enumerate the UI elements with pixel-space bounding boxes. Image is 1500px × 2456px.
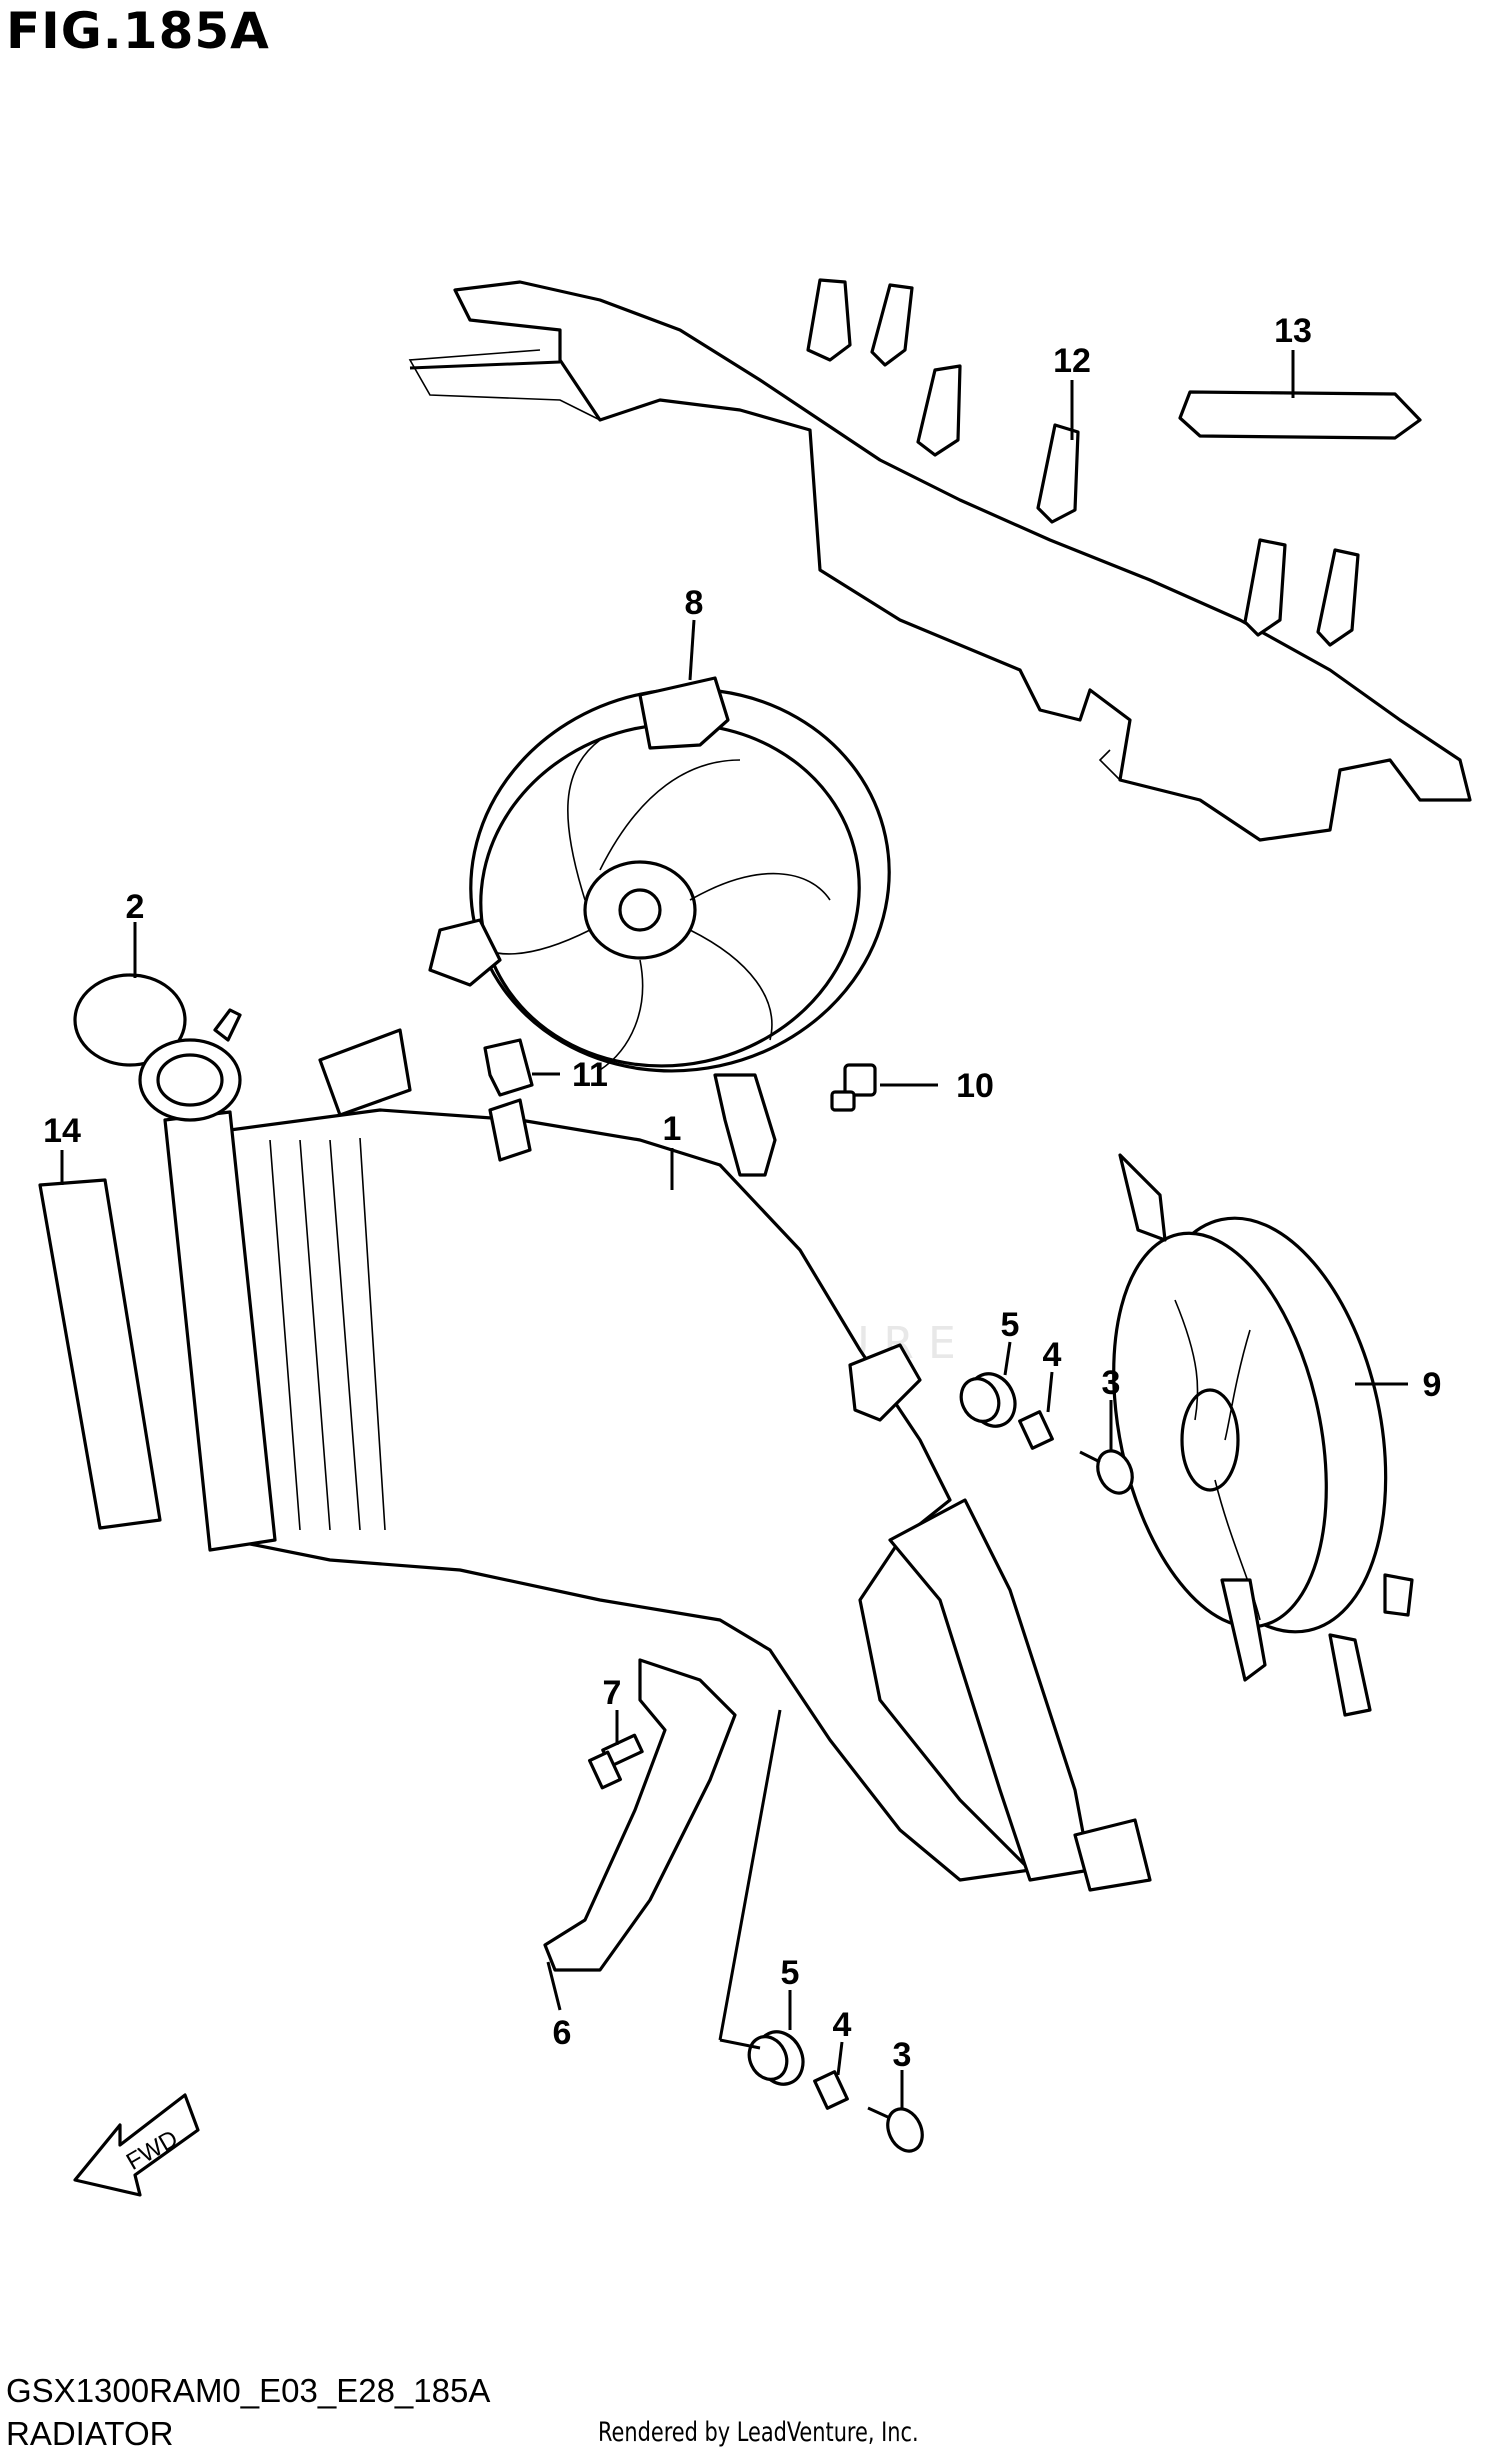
callout-6: 6 [553, 2014, 572, 2052]
callout-11: 11 [572, 1056, 608, 1094]
callout-3-lower: 3 [893, 2036, 912, 2074]
part-1-radiator[interactable] [163, 1028, 1152, 1892]
part-10-bolt[interactable] [830, 1063, 877, 1112]
part-6-bracket[interactable] [543, 1658, 737, 1972]
callout-8: 8 [685, 584, 704, 622]
callout-1: 1 [663, 1110, 682, 1148]
part-5-grommet-lower[interactable] [742, 2024, 811, 2092]
diagram-caption: RADIATOR [6, 2415, 174, 2452]
part-4-collar-lower[interactable] [813, 2070, 849, 2110]
callout-7: 7 [603, 1674, 622, 1712]
callout-5-lower: 5 [781, 1954, 800, 1992]
callout-13: 13 [1274, 312, 1312, 350]
part-7-bolt[interactable] [587, 1733, 644, 1790]
callout-14: 14 [43, 1112, 81, 1150]
leader-lines [60, 350, 1408, 2108]
part-5-grommet-upper[interactable] [954, 1366, 1023, 1434]
part-14-cushion[interactable] [38, 1178, 162, 1530]
callout-4-upper: 4 [1043, 1336, 1062, 1374]
part-9-fan[interactable] [1081, 1153, 1422, 1717]
callout-9: 9 [1423, 1366, 1442, 1404]
part-3-bolt-upper[interactable] [1079, 1445, 1139, 1498]
callout-4-lower: 4 [833, 2006, 852, 2044]
diagram-code: GSX1300RAM0_E03_E28_185A [6, 2372, 491, 2409]
part-13-seal[interactable] [1178, 390, 1422, 440]
callout-10: 10 [956, 1067, 994, 1105]
part-8-fan[interactable] [428, 650, 925, 1177]
figure-title: FIG.185A [6, 2, 270, 60]
part-11-nut[interactable] [483, 1038, 534, 1097]
part-4-collar-upper[interactable] [1018, 1410, 1054, 1450]
part-2-cap[interactable] [73, 973, 242, 1122]
callout-12: 12 [1053, 342, 1091, 380]
part-12-cover[interactable] [408, 278, 1472, 842]
callout-2: 2 [126, 888, 145, 926]
part-3-bolt-lower[interactable] [867, 2103, 929, 2156]
fwd-arrow-icon: FWD [73, 2093, 200, 2197]
callout-3-upper: 3 [1102, 1364, 1121, 1402]
callout-5-upper: 5 [1001, 1306, 1020, 1344]
render-credit: Rendered by LeadVenture, Inc. [598, 2417, 919, 2448]
